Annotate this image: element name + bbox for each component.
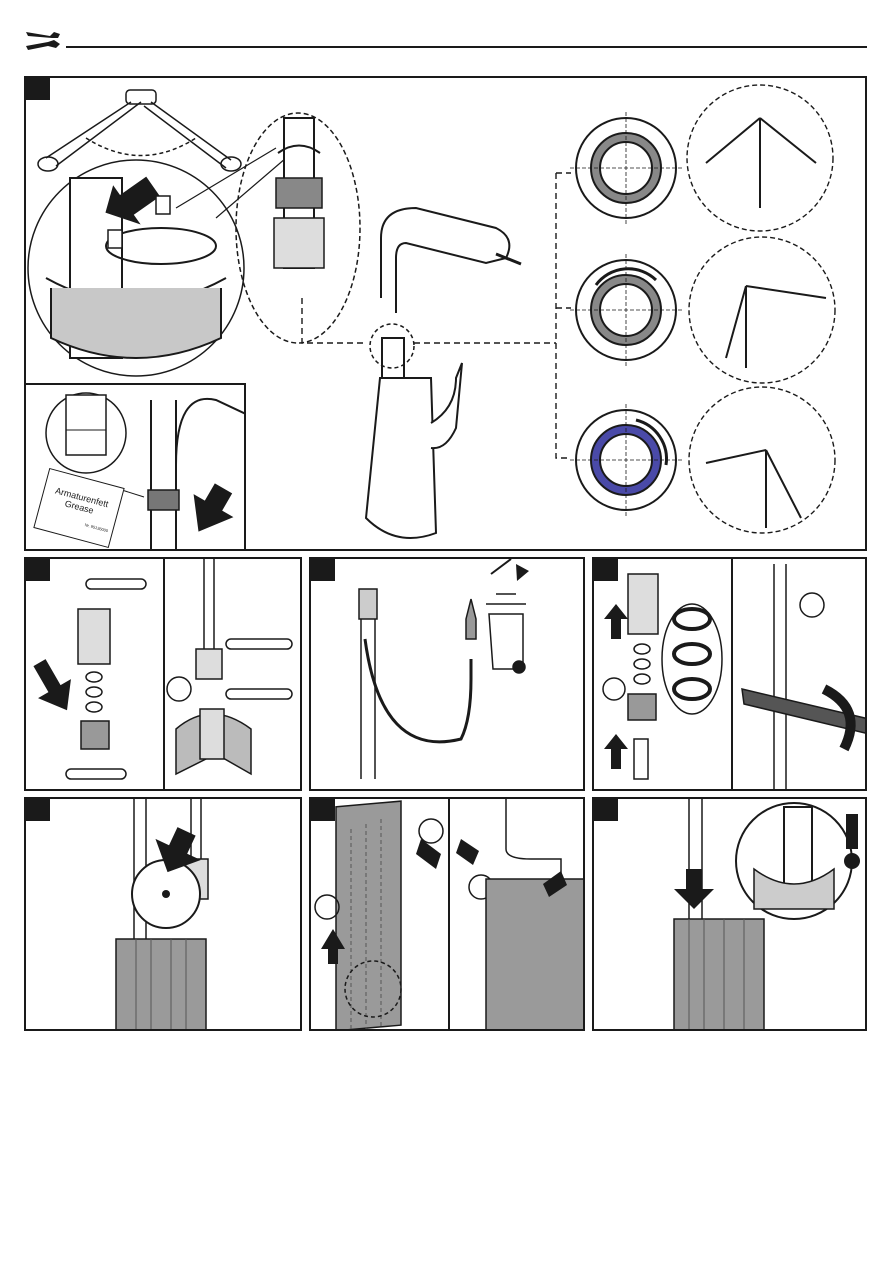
header-tools-icon: [24, 24, 64, 56]
step-number-box: [26, 78, 50, 100]
step-number-box: [594, 559, 618, 581]
step-panel-3: [309, 557, 585, 791]
ring-views: [570, 112, 682, 516]
step-number-box: [26, 799, 50, 821]
step-number-box: [26, 559, 50, 581]
step-panel-1: Armaturenfett Grease Nr. 95136000: [24, 76, 867, 551]
step-panel-2: [24, 557, 302, 791]
header-rule: [66, 46, 867, 48]
step-panel-7: [592, 797, 867, 1031]
zoom-circle-clip: [28, 160, 244, 376]
step-panel-4: [592, 557, 867, 791]
step-panel-6: [309, 797, 585, 1031]
step-number-box: [311, 559, 335, 581]
grease-subpanel: Armaturenfett Grease Nr. 95136000: [24, 383, 246, 551]
step-number-box: [311, 799, 335, 821]
step-number-box: [594, 799, 618, 821]
step-panel-5: [24, 797, 302, 1031]
